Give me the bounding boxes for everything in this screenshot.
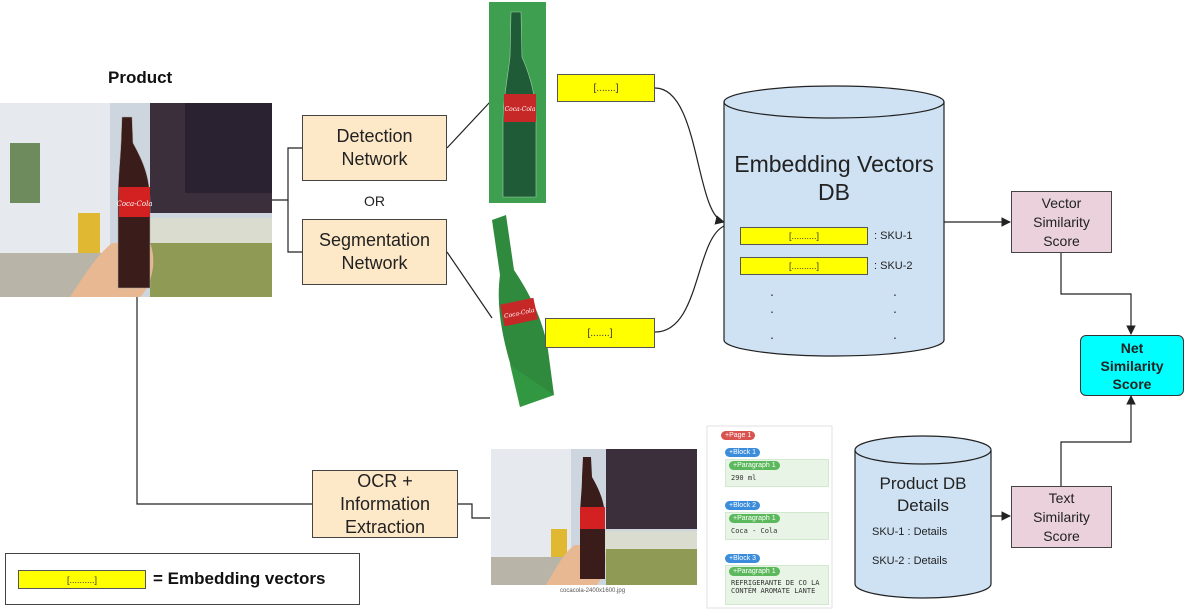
- product-db-title-line1: Product DB: [879, 474, 967, 493]
- db-sku1-label: : SKU-1: [874, 230, 913, 242]
- segmented-bottle-image: Coca-Cola: [492, 215, 554, 407]
- detection-embedding-vector: [.......]: [557, 74, 655, 102]
- ocr-block-chip: +Block 3: [725, 554, 761, 563]
- embedding-db-title: Embedding Vectors DB: [734, 151, 934, 205]
- arrow-vector1-to-db: [654, 87, 725, 225]
- ellipsis-dot: .: [893, 283, 897, 299]
- arrow-seg-to-crop: [446, 251, 493, 319]
- line-product-to-ocr: [136, 297, 312, 505]
- segmentation-network-box: Segmentation Network: [302, 219, 447, 285]
- ocr-paragraph-text: Coca - Cola: [731, 527, 778, 535]
- ocr-paragraph-text: REFRIGERANTE DE CO LA CONTÉM AROMATE LAN…: [731, 579, 820, 595]
- segmentation-embedding-vector: [.......]: [545, 318, 655, 348]
- ocr-block-chip: +Block 1: [725, 448, 761, 457]
- product-db-sku1: SKU-1 : Details: [872, 526, 948, 538]
- product-db-title: Product DB Details: [858, 473, 988, 517]
- embedding-db-cylinder: [723, 85, 945, 357]
- arrow-detection-to-crop: [446, 101, 491, 149]
- ocr-image-caption: cocacola-2400x1600.jpg: [560, 588, 626, 594]
- db-vector-sku1: [..........]: [740, 227, 868, 245]
- line-ocr-to-image: [458, 503, 490, 519]
- ocr-extraction-box: OCR + Information Extraction: [312, 470, 458, 538]
- ellipsis-dot: .: [770, 300, 774, 316]
- product-photo: Coca-Cola: [0, 103, 272, 297]
- product-db-sku2: SKU-2 : Details: [872, 555, 948, 567]
- ocr-paragraph-chip: +Paragraph 1: [729, 567, 780, 576]
- legend-box: [..........] = Embedding vectors: [5, 553, 360, 605]
- ocr-block-chip: +Block 2: [725, 501, 761, 510]
- ocr-paragraph-chip: +Paragraph 1: [729, 514, 780, 523]
- product-db-cylinder: [854, 435, 992, 599]
- arrow-vector2-to-db: [654, 225, 725, 333]
- ocr-paragraph-text: 290 ml: [731, 474, 757, 482]
- ellipsis-dot: .: [893, 326, 897, 342]
- text-similarity-label: Text Similarity Score: [1033, 489, 1090, 544]
- ellipsis-dot: .: [770, 326, 774, 342]
- ocr-page-chip: +Page 1: [721, 431, 756, 440]
- net-similarity-label: Net Similarity Score: [1100, 339, 1164, 392]
- vector-similarity-box: Vector Similarity Score: [1011, 191, 1112, 253]
- arrow-text-score-to-net: [1060, 395, 1136, 486]
- product-db-title-line2: Details: [897, 496, 949, 515]
- or-label: OR: [364, 193, 385, 209]
- detection-crop-image: Coca-Cola: [489, 2, 546, 203]
- db-sku2-label: : SKU-2: [874, 260, 913, 272]
- vector-similarity-label: Vector Similarity Score: [1033, 194, 1090, 249]
- net-similarity-box: Net Similarity Score: [1080, 335, 1184, 396]
- ocr-paragraph-chip: +Paragraph 1: [729, 461, 780, 470]
- product-title: Product: [108, 68, 173, 87]
- arrow-vector-score-to-net: [1060, 253, 1136, 335]
- ocr-extraction-label: OCR + Information Extraction: [339, 470, 431, 537]
- svg-text:Coca-Cola: Coca-Cola: [116, 200, 152, 208]
- svg-text:Coca-Cola: Coca-Cola: [505, 106, 536, 113]
- detection-network-label: Detection Network: [336, 126, 413, 169]
- ellipsis-dot: .: [893, 300, 897, 316]
- ocr-source-image: [491, 449, 697, 585]
- segmentation-network-label: Segmentation Network: [318, 230, 431, 273]
- legend-embedding-bar: [..........]: [18, 570, 146, 589]
- detection-network-box: Detection Network: [302, 115, 447, 181]
- legend-label: = Embedding vectors: [153, 569, 326, 588]
- ellipsis-dot: .: [770, 283, 774, 299]
- text-similarity-box: Text Similarity Score: [1011, 486, 1112, 548]
- db-vector-sku2: [..........]: [740, 257, 868, 275]
